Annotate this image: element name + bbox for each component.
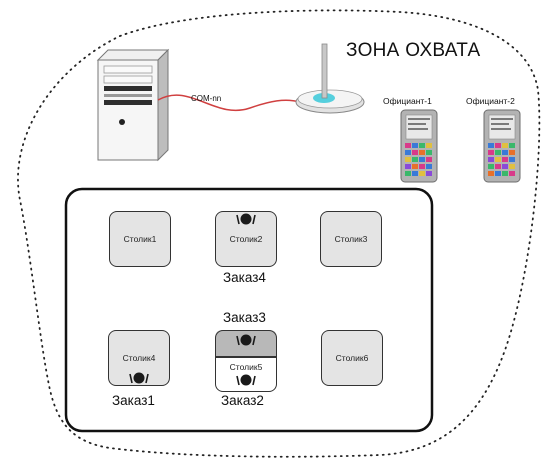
table-5[interactable]: Столик5	[215, 330, 277, 392]
table-5-divider	[215, 356, 277, 358]
coverage-zone-title: ЗОНА ОХВАТА	[346, 40, 481, 61]
table-1[interactable]: Столик1	[109, 211, 171, 267]
table-4-label: Столик4	[122, 353, 156, 363]
table-5-label: Столик5	[229, 362, 263, 372]
table-6-label: Столик6	[335, 353, 369, 363]
order-4-label: Заказ4	[223, 270, 266, 285]
coverage-zone-boundary	[17, 9, 541, 458]
computer-tower-icon	[96, 48, 170, 162]
table-4[interactable]: Столик4	[108, 330, 170, 386]
waiter-1-label: Официант-1	[383, 96, 432, 106]
order-2-label: Заказ2	[221, 393, 264, 408]
order-3-label: Заказ3	[223, 310, 266, 325]
table-2-label: Столик2	[229, 234, 263, 244]
radio-antenna-icon	[295, 43, 365, 114]
pda-terminal-icon	[400, 109, 438, 183]
restaurant-hall-frame	[64, 187, 434, 433]
table-2[interactable]: Столик2	[215, 211, 277, 267]
com-port-label: COM-nn	[191, 94, 222, 103]
waiter-2-label: Официант-2	[466, 96, 515, 106]
com-cable	[157, 94, 301, 111]
table-6[interactable]: Столик6	[321, 330, 383, 386]
order-1-label: Заказ1	[112, 393, 155, 408]
pda-terminal-icon	[483, 109, 521, 183]
table-1-label: Столик1	[123, 234, 157, 244]
table-3-label: Столик3	[334, 234, 368, 244]
table-3[interactable]: Столик3	[320, 211, 382, 267]
